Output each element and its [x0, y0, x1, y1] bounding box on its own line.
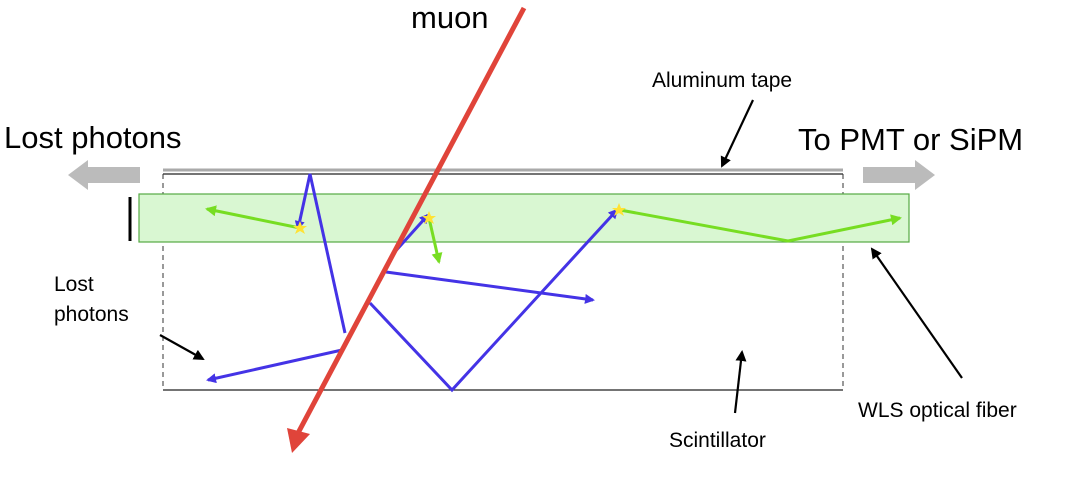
emission-points	[293, 203, 626, 234]
scintillation-photons	[206, 173, 619, 393]
lost-direction-arrow	[68, 160, 140, 190]
to-detector-label: To PMT or SiPM	[798, 122, 1024, 157]
muon-arrowhead	[287, 428, 310, 453]
scintillator-label: Scintillator	[669, 429, 766, 452]
star-icon	[422, 211, 436, 224]
lost-photons-top-label: Lost photons	[4, 120, 182, 155]
fiber-pointer-arrow	[870, 247, 963, 379]
star-icon	[612, 203, 626, 216]
scintillator-pointer-arrow	[733, 350, 747, 414]
blue-photon-path-3	[368, 208, 619, 393]
blue-photon-path-1	[294, 173, 347, 334]
detector-direction-arrow	[863, 160, 935, 190]
lost-photon-pointer-arrow	[159, 334, 205, 360]
muon-track	[294, 6, 527, 437]
wls-fiber	[138, 193, 910, 243]
muon-label: muon	[411, 0, 489, 35]
lost-photons-side-label: Lost photons	[54, 273, 129, 326]
blue-photon-path-2	[206, 348, 343, 384]
green-photon-path-1	[205, 205, 301, 230]
star-icon	[293, 221, 307, 234]
green-photon-path-2	[427, 217, 443, 264]
green-photon-path-3	[619, 208, 902, 243]
aluminum-tape-label: Aluminum tape	[652, 69, 793, 92]
blue-photon-path-4	[385, 270, 595, 304]
wls-fiber-label: WLS optical fiber	[858, 399, 1017, 422]
tape-pointer-arrow	[720, 99, 754, 168]
wls-photons	[205, 205, 902, 264]
